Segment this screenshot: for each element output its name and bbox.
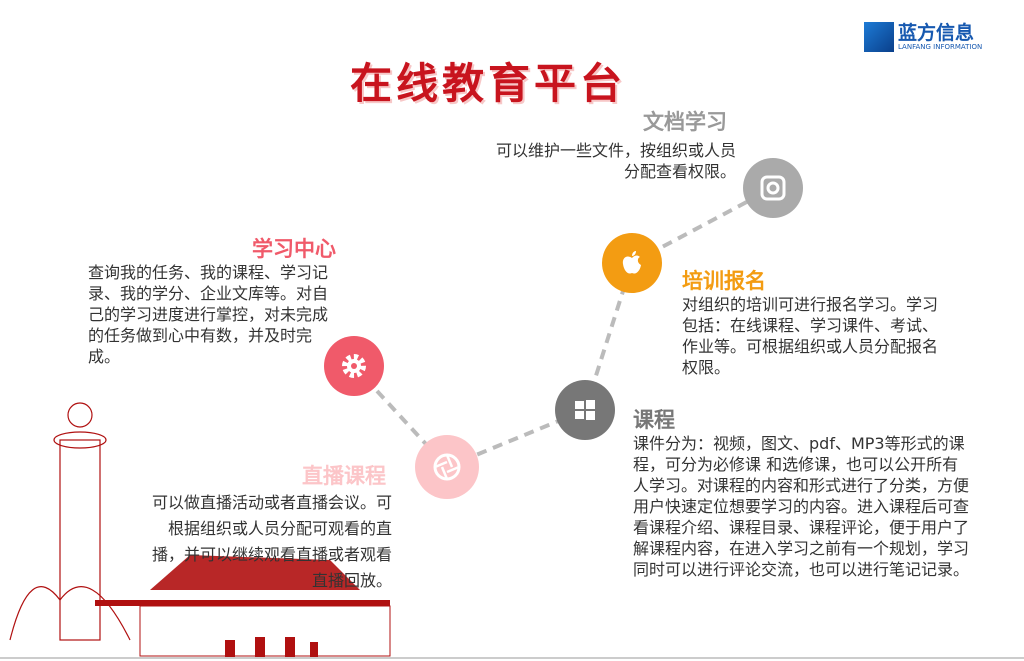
logo-mark-icon <box>864 22 894 52</box>
tiananmen-illustration <box>95 555 391 657</box>
training-text: 对组织的培训可进行报名学习。学习包括：在线课程、学习课件、考试、作业等。可根据组… <box>682 295 939 377</box>
apple-icon <box>602 233 662 293</box>
live-text: 可以做直播活动或者直播会议。可根据组织或人员分配可观看的直播，并可以继续观看直播… <box>151 493 392 590</box>
gear-icon <box>324 336 384 396</box>
doc-title: 文档学习 <box>643 110 727 134</box>
bottom-divider <box>0 657 1024 659</box>
logo-en: LANFANG INFORMATION <box>898 43 983 51</box>
page-title: 在线教育平台 <box>350 59 627 108</box>
course-text: 课件分为：视频，图文、pdf、MP3等形式的课程，可分为必修课 和选修课，也可以… <box>633 434 970 579</box>
live-title: 直播课程 <box>302 464 386 488</box>
logo: 蓝方信息 LANFANG INFORMATION <box>864 22 982 52</box>
learning-title: 学习中心 <box>252 237 336 261</box>
course-title: 课程 <box>633 408 675 432</box>
training-title: 培训报名 <box>682 269 766 293</box>
logo-cn: 蓝方信息 <box>898 22 975 44</box>
windows-icon <box>555 380 615 440</box>
doc-text: 可以维护一些文件，按组织或人员分配查看权限。 <box>495 141 736 181</box>
aperture-icon <box>415 435 479 499</box>
learning-text: 查询我的任务、我的课程、学习记录、我的学分、企业文库等。对自己的学习进度进行掌控… <box>88 263 329 366</box>
instagram-icon <box>743 158 803 218</box>
